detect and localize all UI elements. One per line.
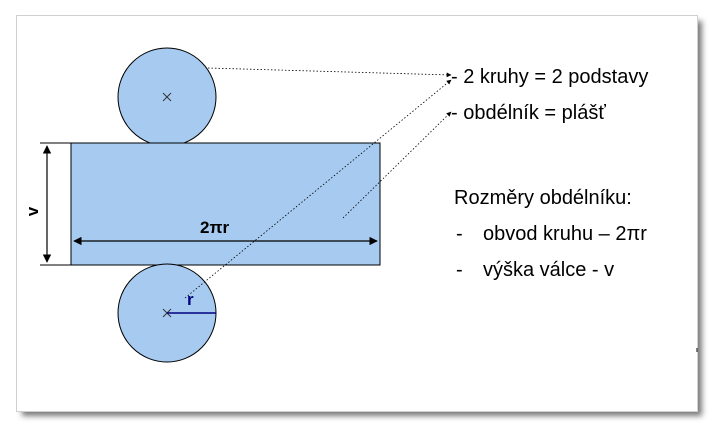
height-label: v (23, 206, 43, 217)
dimension-bullet-height: výška válce - v (483, 259, 615, 281)
dimensions-heading: Rozměry obdélníku: (454, 187, 632, 209)
dimension-bullet-marker: - (456, 259, 463, 281)
pointer-bottom-circle (184, 79, 452, 299)
circumference-label: 2πr (200, 218, 230, 237)
radius-label: r (187, 290, 194, 309)
pointer-top-circle (207, 67, 452, 78)
lateral-surface-rectangle (70, 142, 381, 266)
dimension-bullet-marker: - (456, 223, 463, 245)
dimension-bullet-circumference: obvod kruhu – 2πr (483, 223, 647, 245)
pointer-rectangle (342, 111, 452, 219)
top-center-mark (162, 92, 172, 102)
legend-item-lateral: - obdélník = plášť (451, 102, 606, 124)
legend-item-bases: - 2 kruhy = 2 podstavy (451, 66, 649, 88)
